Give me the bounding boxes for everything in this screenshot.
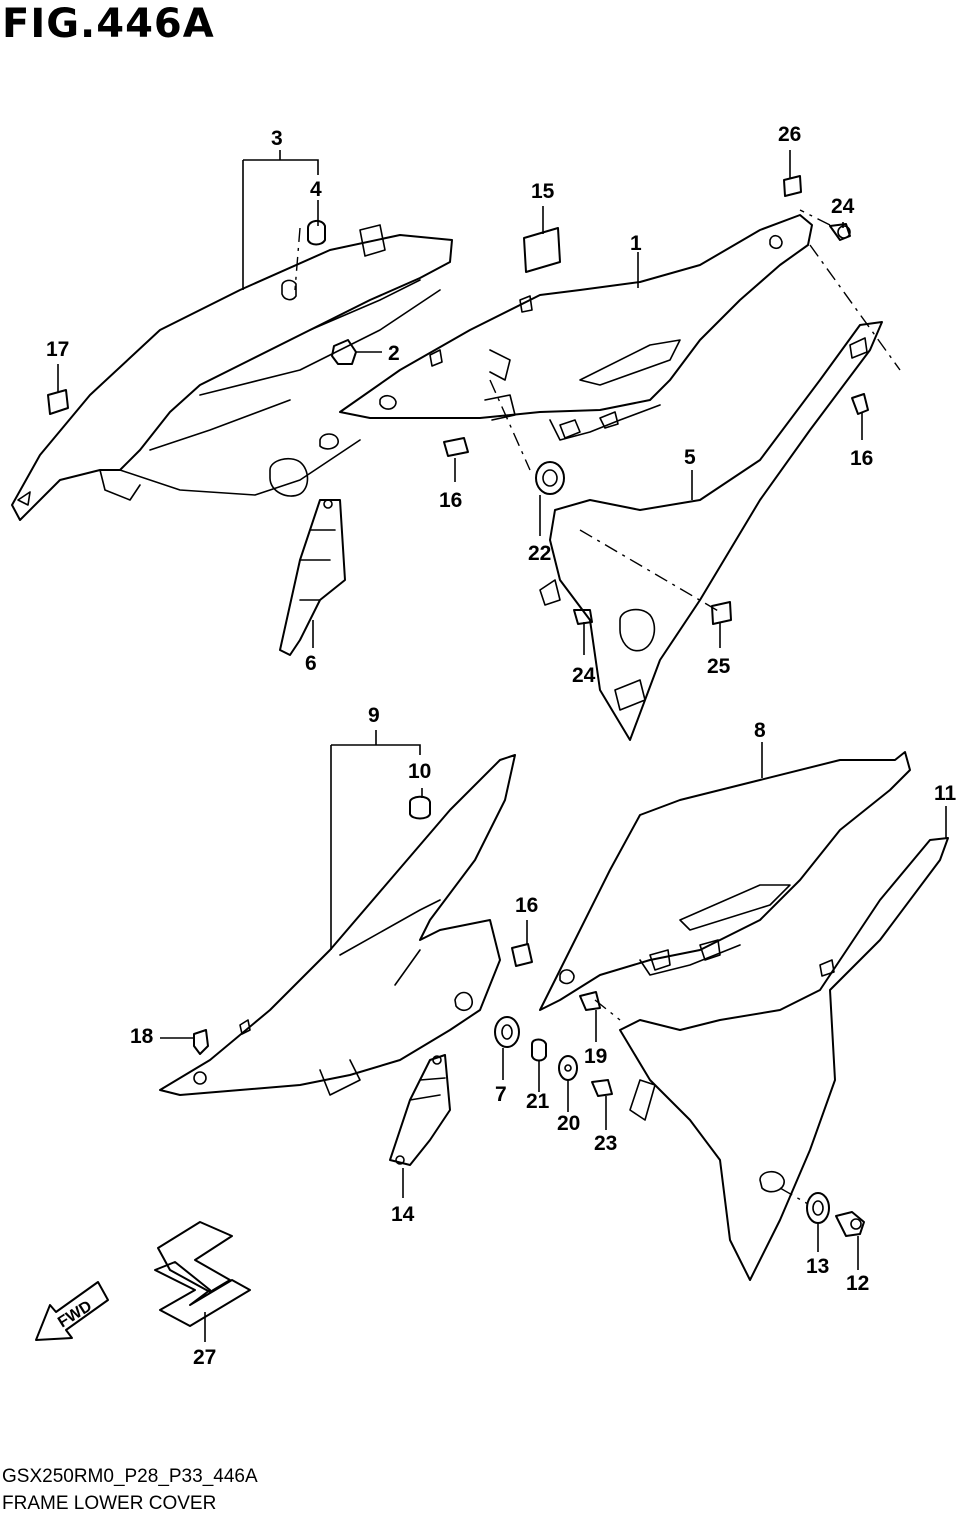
callout-7: 7 — [495, 1083, 507, 1106]
part-4-grommet — [281, 220, 326, 301]
figure-title: FIG.446A — [2, 1, 215, 47]
callout-24-a: 24 — [831, 195, 855, 218]
part-22-grommet — [535, 461, 565, 495]
part-17-pad — [47, 389, 69, 415]
alignment-lines-lower — [594, 999, 809, 1205]
callout-6: 6 — [305, 652, 317, 675]
callout-1: 1 — [630, 232, 642, 255]
callout-labels: 1 2 3 4 5 6 7 8 9 10 11 12 13 14 15 16 1… — [46, 123, 957, 1369]
callout-16-c: 16 — [515, 894, 538, 917]
callout-23: 23 — [594, 1132, 617, 1155]
callout-11: 11 — [934, 782, 957, 805]
diagram-code: GSX250RM0_P28_P33_446A — [2, 1466, 258, 1487]
callout-4: 4 — [310, 178, 322, 201]
part-7-grommet — [494, 1016, 520, 1048]
callout-3: 3 — [271, 127, 283, 150]
callout-14: 14 — [391, 1203, 415, 1226]
part-9-left-cover — [159, 754, 516, 1096]
part-16-clip-nut-left — [443, 437, 469, 457]
part-23-screw — [591, 1079, 613, 1097]
part-20-washer — [558, 1055, 578, 1081]
part-13-grommet — [806, 1192, 830, 1224]
callout-20: 20 — [557, 1112, 580, 1135]
callout-8: 8 — [754, 719, 766, 742]
part-2-clip-nut — [331, 339, 357, 365]
callout-16-a: 16 — [439, 489, 462, 512]
part-27-emblem — [154, 1221, 251, 1327]
part-24-screw-lower — [573, 609, 593, 625]
callout-5: 5 — [684, 446, 696, 469]
callout-24-b: 24 — [572, 664, 596, 687]
callout-27: 27 — [193, 1346, 216, 1369]
callout-2: 2 — [388, 342, 400, 365]
diagram-caption: FRAME LOWER COVER — [2, 1493, 217, 1514]
part-8-right-cover — [539, 751, 911, 1011]
part-12-bolt — [835, 1211, 865, 1237]
callout-15: 15 — [531, 180, 555, 203]
callout-16-b: 16 — [850, 447, 873, 470]
callout-9: 9 — [368, 704, 380, 727]
part-10-grommet — [409, 795, 431, 820]
callout-19: 19 — [584, 1045, 607, 1068]
part-3-left-cover — [11, 224, 453, 521]
part-21-collar — [531, 1038, 547, 1062]
part-5-panel — [539, 321, 883, 741]
part-16-clip-nut-lower — [511, 943, 533, 967]
callout-17: 17 — [46, 338, 69, 361]
part-24-screw-upper — [829, 223, 851, 241]
part-16-clip-nut-right — [851, 393, 869, 415]
callout-25: 25 — [707, 655, 731, 678]
part-15-pad — [523, 227, 561, 273]
part-25-pad — [711, 601, 732, 625]
part-11-panel — [619, 837, 949, 1281]
callout-10: 10 — [408, 760, 431, 783]
fwd-label: FWD — [55, 1298, 95, 1332]
callout-13: 13 — [806, 1255, 829, 1278]
part-18-screw — [193, 1029, 209, 1055]
callout-18: 18 — [130, 1025, 154, 1048]
part-19-screw — [579, 991, 601, 1011]
part-26-pad — [783, 175, 802, 197]
fwd-arrow-icon: FWD — [35, 1281, 109, 1341]
callout-22: 22 — [528, 542, 551, 565]
part-6-bracket — [279, 499, 346, 656]
part-14-bracket — [389, 1054, 451, 1166]
part-1-right-cover — [339, 214, 813, 441]
leader-lines — [57, 150, 947, 1342]
bracket-hooks — [484, 349, 516, 421]
alignment-lines-upper — [294, 209, 901, 613]
callout-12: 12 — [846, 1272, 869, 1295]
callout-21: 21 — [526, 1090, 550, 1113]
callout-26: 26 — [778, 123, 801, 146]
